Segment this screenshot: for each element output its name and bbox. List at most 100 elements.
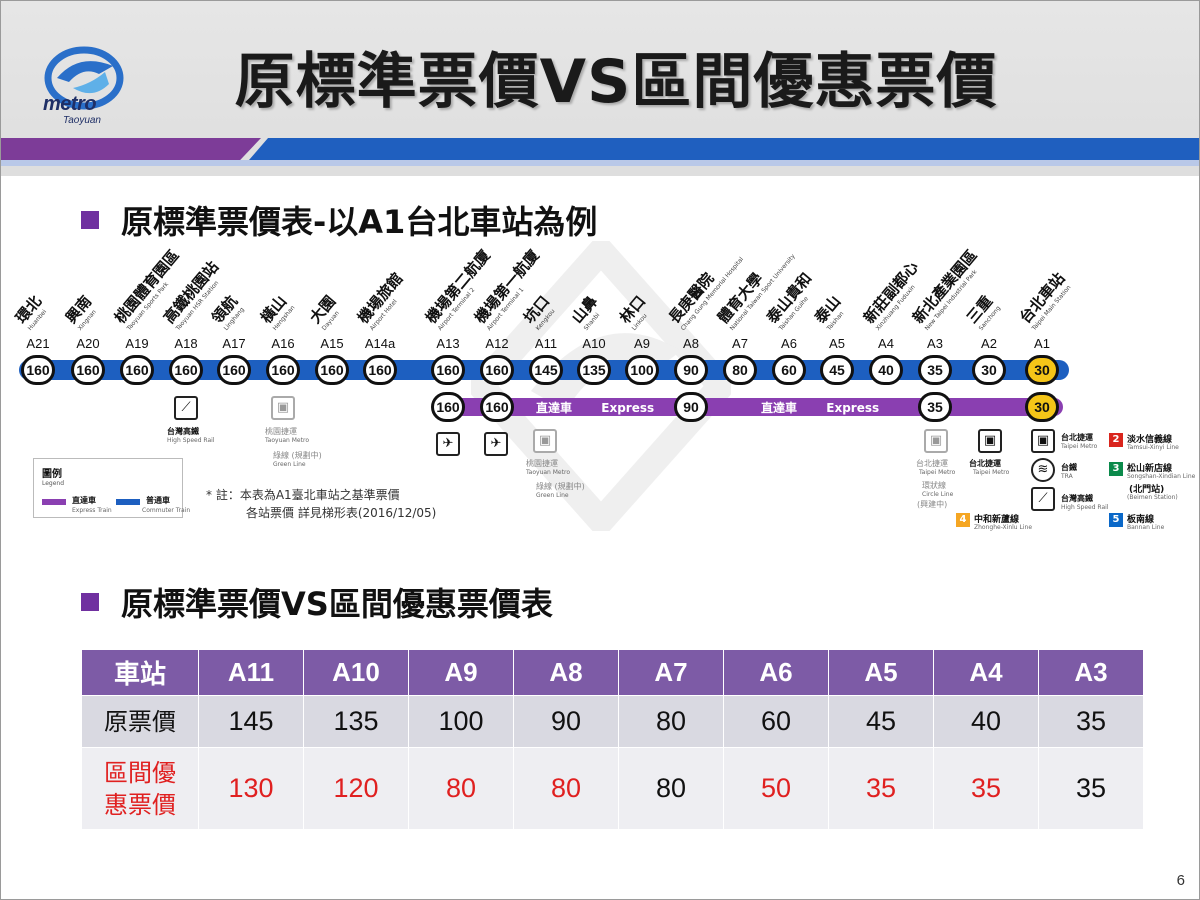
fare-circle-a21: 160 <box>21 355 55 385</box>
original-fare-a5: 45 <box>828 695 934 748</box>
original-fare-a11: 145 <box>198 695 304 748</box>
line-name-3: 松山新店線 <box>1127 464 1173 474</box>
taoyuan-metro-icon-a8: ▣ <box>533 429 557 453</box>
express-fare-circle-5: 30 <box>1025 392 1059 422</box>
fare-circle-a15: 160 <box>315 355 349 385</box>
taoyuan-metro-label-1-en: Taoyuan Metro <box>265 437 309 444</box>
line-name-2-en: Tamsui-Xinyi Line <box>1127 444 1179 451</box>
original-fare-a7: 80 <box>618 695 724 748</box>
station-code-a13: A13 <box>436 336 460 351</box>
a1-metro-label-en: Taipei Metro <box>1061 443 1098 450</box>
table-header-a8: A8 <box>513 649 619 696</box>
fare-circle-a8: 90 <box>674 355 708 385</box>
taoyuan-metro-label-2: 桃園捷運 <box>526 459 558 468</box>
express-fare-circle-3: 90 <box>674 392 708 422</box>
station-code-a9: A9 <box>634 336 650 351</box>
circle-line-note: (興建中) <box>917 500 948 509</box>
a1-hsr-label-en: High Speed Rail <box>1061 504 1109 511</box>
section-heading-fare-table: 原標準票價VS區間優惠票價表 <box>81 579 553 625</box>
green-line-label-2: 綠線 (規劃中) <box>536 482 585 491</box>
express-line-bar <box>451 398 1063 416</box>
station-code-a11: A11 <box>534 336 558 351</box>
taipei-metro-icon-a1: ▣ <box>1031 429 1055 453</box>
taipei-metro-icon-a3: ▣ <box>924 429 948 453</box>
line-badge-2: 2 <box>1109 433 1123 447</box>
section-heading-fare-map: 原標準票價表-以A1台北車站為例 <box>81 197 597 243</box>
zhonghe-line-label: 中和新蘆線 <box>974 515 1020 525</box>
fare-circle-a16: 160 <box>266 355 300 385</box>
line-name-3-en: Songshan-Xindian Line <box>1127 473 1196 480</box>
header: metro Taoyuan 原標準票價VS區間優惠票價 <box>1 1 1199 176</box>
discount-fare-a7: 80 <box>618 747 724 830</box>
station-code-a12: A12 <box>485 336 509 351</box>
line-badge-3: 3 <box>1109 462 1123 476</box>
a1-tra-label-en: TRA <box>1061 473 1073 480</box>
legend-express-swatch <box>42 499 66 505</box>
airplane-icon-t2: ✈ <box>436 432 460 456</box>
table-header-a4: A4 <box>933 649 1039 696</box>
table-header-a3: A3 <box>1038 649 1144 696</box>
original-fare-a8: 90 <box>513 695 619 748</box>
station-code-a18: A18 <box>174 336 198 351</box>
original-fare-a4: 40 <box>933 695 1039 748</box>
station-code-a1: A1 <box>1034 336 1050 351</box>
line-3-extra-en: (Beimen Station) <box>1127 494 1178 501</box>
table-header-a9: A9 <box>408 649 514 696</box>
station-code-a14a: A14a <box>364 336 396 351</box>
fare-circle-a7: 80 <box>723 355 757 385</box>
page-number: 6 <box>1176 872 1185 889</box>
original-fare-a3: 35 <box>1038 695 1144 748</box>
table-header-a5: A5 <box>828 649 934 696</box>
station-code-a6: A6 <box>781 336 797 351</box>
taoyuan-metro-logo-icon <box>44 46 124 110</box>
discount-fare-a6: 50 <box>723 747 829 830</box>
fare-circle-a14a: 160 <box>363 355 397 385</box>
taipei-metro-label-a2: 台北捷運 <box>969 459 1001 468</box>
green-line-label-1: 綠線 (規劃中) <box>273 451 322 460</box>
station-code-a16: A16 <box>271 336 295 351</box>
header-stripe-purple <box>1 138 261 160</box>
legend-commuter-label: 普通車 <box>146 496 170 505</box>
express-fare-circle-2: 160 <box>480 392 514 422</box>
hsr-train-icon-a1: ⟋ <box>1031 487 1055 511</box>
row-label-original-fare: 原票價 <box>81 695 199 748</box>
taipei-metro-label-a2-en: Taipei Metro <box>973 469 1010 476</box>
green-line-label-2-en: Green Line <box>536 492 569 499</box>
fare-circle-a1: 30 <box>1025 355 1059 385</box>
hsr-label: 台灣高鐵 <box>167 427 199 436</box>
station-code-a15: A15 <box>320 336 344 351</box>
tra-icon: ≋ <box>1031 458 1055 482</box>
station-code-a3: A3 <box>927 336 943 351</box>
express-fare-circle-4: 35 <box>918 392 952 422</box>
fare-circle-a19: 160 <box>120 355 154 385</box>
fare-circle-a12: 160 <box>480 355 514 385</box>
bullet-square-icon <box>81 593 99 611</box>
station-code-a17: A17 <box>222 336 246 351</box>
zhonghe-line-label-en: Zhonghe-Xinlu Line <box>974 524 1033 531</box>
station-code-a8: A8 <box>683 336 699 351</box>
taipei-metro-label-a3-en: Taipei Metro <box>919 469 956 476</box>
a1-hsr-label: 台灣高鐵 <box>1061 494 1093 503</box>
logo-word: metro <box>43 93 97 115</box>
legend-commuter-swatch <box>116 499 140 505</box>
discount-fare-a5: 35 <box>828 747 934 830</box>
a1-tra-label: 台鐵 <box>1061 463 1077 472</box>
discount-fare-a9: 80 <box>408 747 514 830</box>
fare-circle-a17: 160 <box>217 355 251 385</box>
green-line-label-1-en: Green Line <box>273 461 306 468</box>
express-label-2: 直達車 Express <box>761 401 880 415</box>
